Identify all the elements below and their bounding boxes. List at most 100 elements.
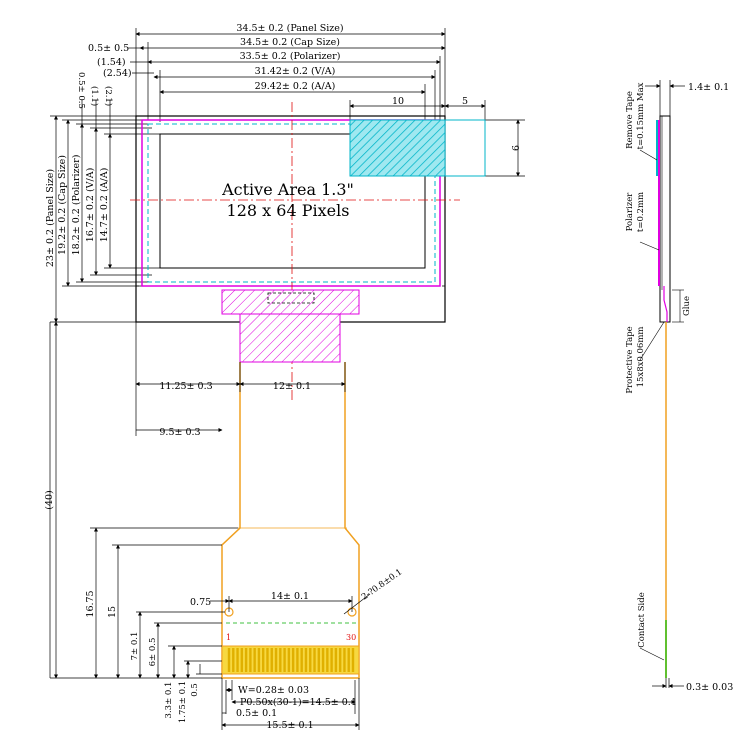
contact-pad (304, 648, 308, 672)
panel-size-height: 23± 0.2 (Panel Size) (45, 169, 56, 267)
left-offset-05: 0.5± 0.5 (76, 72, 86, 109)
contact-side-label: Contact Side (637, 592, 647, 647)
ic-bond-area (221, 289, 360, 315)
viewing-area-outline (147, 123, 436, 283)
cap-offset-label: 0.5± 0.5 (88, 43, 129, 54)
pin-30-label: 30 (346, 633, 356, 642)
dim-0-5-vertical: 0.5 (190, 683, 200, 697)
contact-pad (317, 648, 320, 672)
pad-pitch: P0.50x(30-1)=14.5± 0.1 (240, 697, 357, 708)
dim-0-5-horizontal: 0.5± 0.1 (236, 708, 277, 719)
contact-pad (270, 648, 273, 672)
dim-16-75: 16.75 (85, 590, 96, 617)
contact-pad (283, 648, 286, 672)
contact-pad (296, 648, 299, 672)
contact-pad (244, 648, 248, 672)
bond-layer (663, 286, 668, 322)
contact-pad (347, 648, 350, 672)
active-area-title: Active Area 1.3" (221, 180, 354, 199)
panel-front-view: Active Area 1.3" 128 x 64 Pixels (130, 102, 486, 400)
glass-stack (659, 115, 671, 323)
fpc-stiffener-area (239, 313, 341, 363)
contact-pad (249, 648, 252, 672)
dim-10: 10 (392, 96, 404, 107)
contact-pad (236, 648, 239, 672)
dim-15: 15 (107, 606, 118, 618)
panel-size-width: 34.5± 0.2 (Panel Size) (236, 23, 343, 34)
left-offset-11: (1.1) (89, 86, 100, 106)
polarizer-width: 33.5± 0.2 (Polarizer) (240, 51, 341, 62)
polarizer-side-label: Polarizer (625, 192, 635, 232)
dim-5: 5 (462, 96, 468, 107)
polarizer-outline (141, 119, 441, 287)
contact-pad (343, 648, 346, 672)
contact-pad (291, 648, 295, 672)
pad-width: W=0.28± 0.03 (238, 685, 309, 696)
contact-pad (313, 648, 316, 672)
contact-pads (227, 648, 355, 672)
va-offset-label: (2.54) (103, 68, 132, 79)
aa-width: 29.42± 0.2 (A/A) (255, 81, 336, 92)
fpc-cable: 1 30 (221, 289, 360, 679)
dim-40: (40) (44, 490, 55, 510)
contact-pad (240, 648, 244, 672)
va-width: 31.42± 0.2 (V/A) (255, 66, 336, 77)
remove-tape-tab (349, 119, 446, 177)
polarizer-offset-label: (1.54) (97, 57, 126, 68)
dim-0-75: 0.75 (190, 597, 211, 608)
side-thickness: 1.4± 0.1 (688, 82, 729, 93)
contact-pad (262, 648, 265, 672)
polarizer-height: 18.2± 0.2 (Polarizer) (71, 155, 82, 256)
fpc-thickness: 0.3± 0.03 (686, 682, 733, 693)
polarizer-side-thickness: t=0.2mm (636, 192, 646, 232)
dim-15-5: 15.5± 0.1 (266, 720, 313, 731)
fpc-dimension-lines (49, 321, 371, 730)
fpc-outline (221, 362, 360, 679)
protective-tape-size: 15x8x0.06mm (636, 327, 646, 388)
contact-pad (266, 648, 269, 672)
glue-label: Glue (682, 296, 692, 316)
contact-pad (326, 648, 329, 672)
driver-ic (267, 292, 315, 304)
contact-pad (338, 648, 342, 672)
top-dimension-lines (128, 28, 486, 122)
contact-pad (279, 648, 282, 672)
hole-callout: 2-?0.8±0.1 (360, 567, 404, 602)
remove-tape-extension (444, 119, 486, 177)
contact-pad (330, 648, 333, 672)
contact-pad (309, 648, 312, 672)
remove-tape-thickness: t=0.15mm Max (636, 82, 646, 149)
contact-pad (351, 648, 355, 672)
dim-7: 7± 0.1 (130, 632, 140, 661)
contact-pad (232, 648, 235, 672)
remove-tape-label: Remove Tape (625, 91, 635, 149)
side-view (639, 80, 685, 689)
cap-size-height: 19.2± 0.2 (Cap Size) (57, 155, 68, 255)
active-area-resolution: 128 x 64 Pixels (227, 201, 350, 220)
dim-9: 9 (509, 145, 520, 151)
dim-12: 12± 0.1 (273, 381, 311, 392)
contact-pad (334, 648, 338, 672)
contact-pad (300, 648, 303, 672)
contact-pad (257, 648, 261, 672)
left-offset-21: (2.1) (103, 86, 114, 106)
va-height: 16.7± 0.2 (V/A) (85, 168, 96, 243)
contact-pad (253, 648, 256, 672)
dim-6: 6± 0.5 (148, 638, 158, 667)
dim-3-3: 3.3± 0.1 (164, 682, 174, 719)
active-area-outline (159, 133, 426, 269)
dim-11-25: 11.25± 0.3 (159, 381, 212, 392)
contact-pad (321, 648, 325, 672)
aa-height: 14.7± 0.2 (A/A) (99, 168, 110, 243)
left-dimension-lines (50, 100, 525, 323)
pin-1-label: 1 (226, 633, 231, 642)
protective-tape-label: Protective Tape (625, 326, 635, 393)
contact-pad (227, 648, 231, 672)
dim-9-5: 9.5± 0.3 (159, 427, 200, 438)
dim-1-75: 1.75± 0.1 (178, 681, 188, 723)
contact-pad (287, 648, 291, 672)
contact-pad (274, 648, 278, 672)
dim-14: 14± 0.1 (271, 591, 309, 602)
